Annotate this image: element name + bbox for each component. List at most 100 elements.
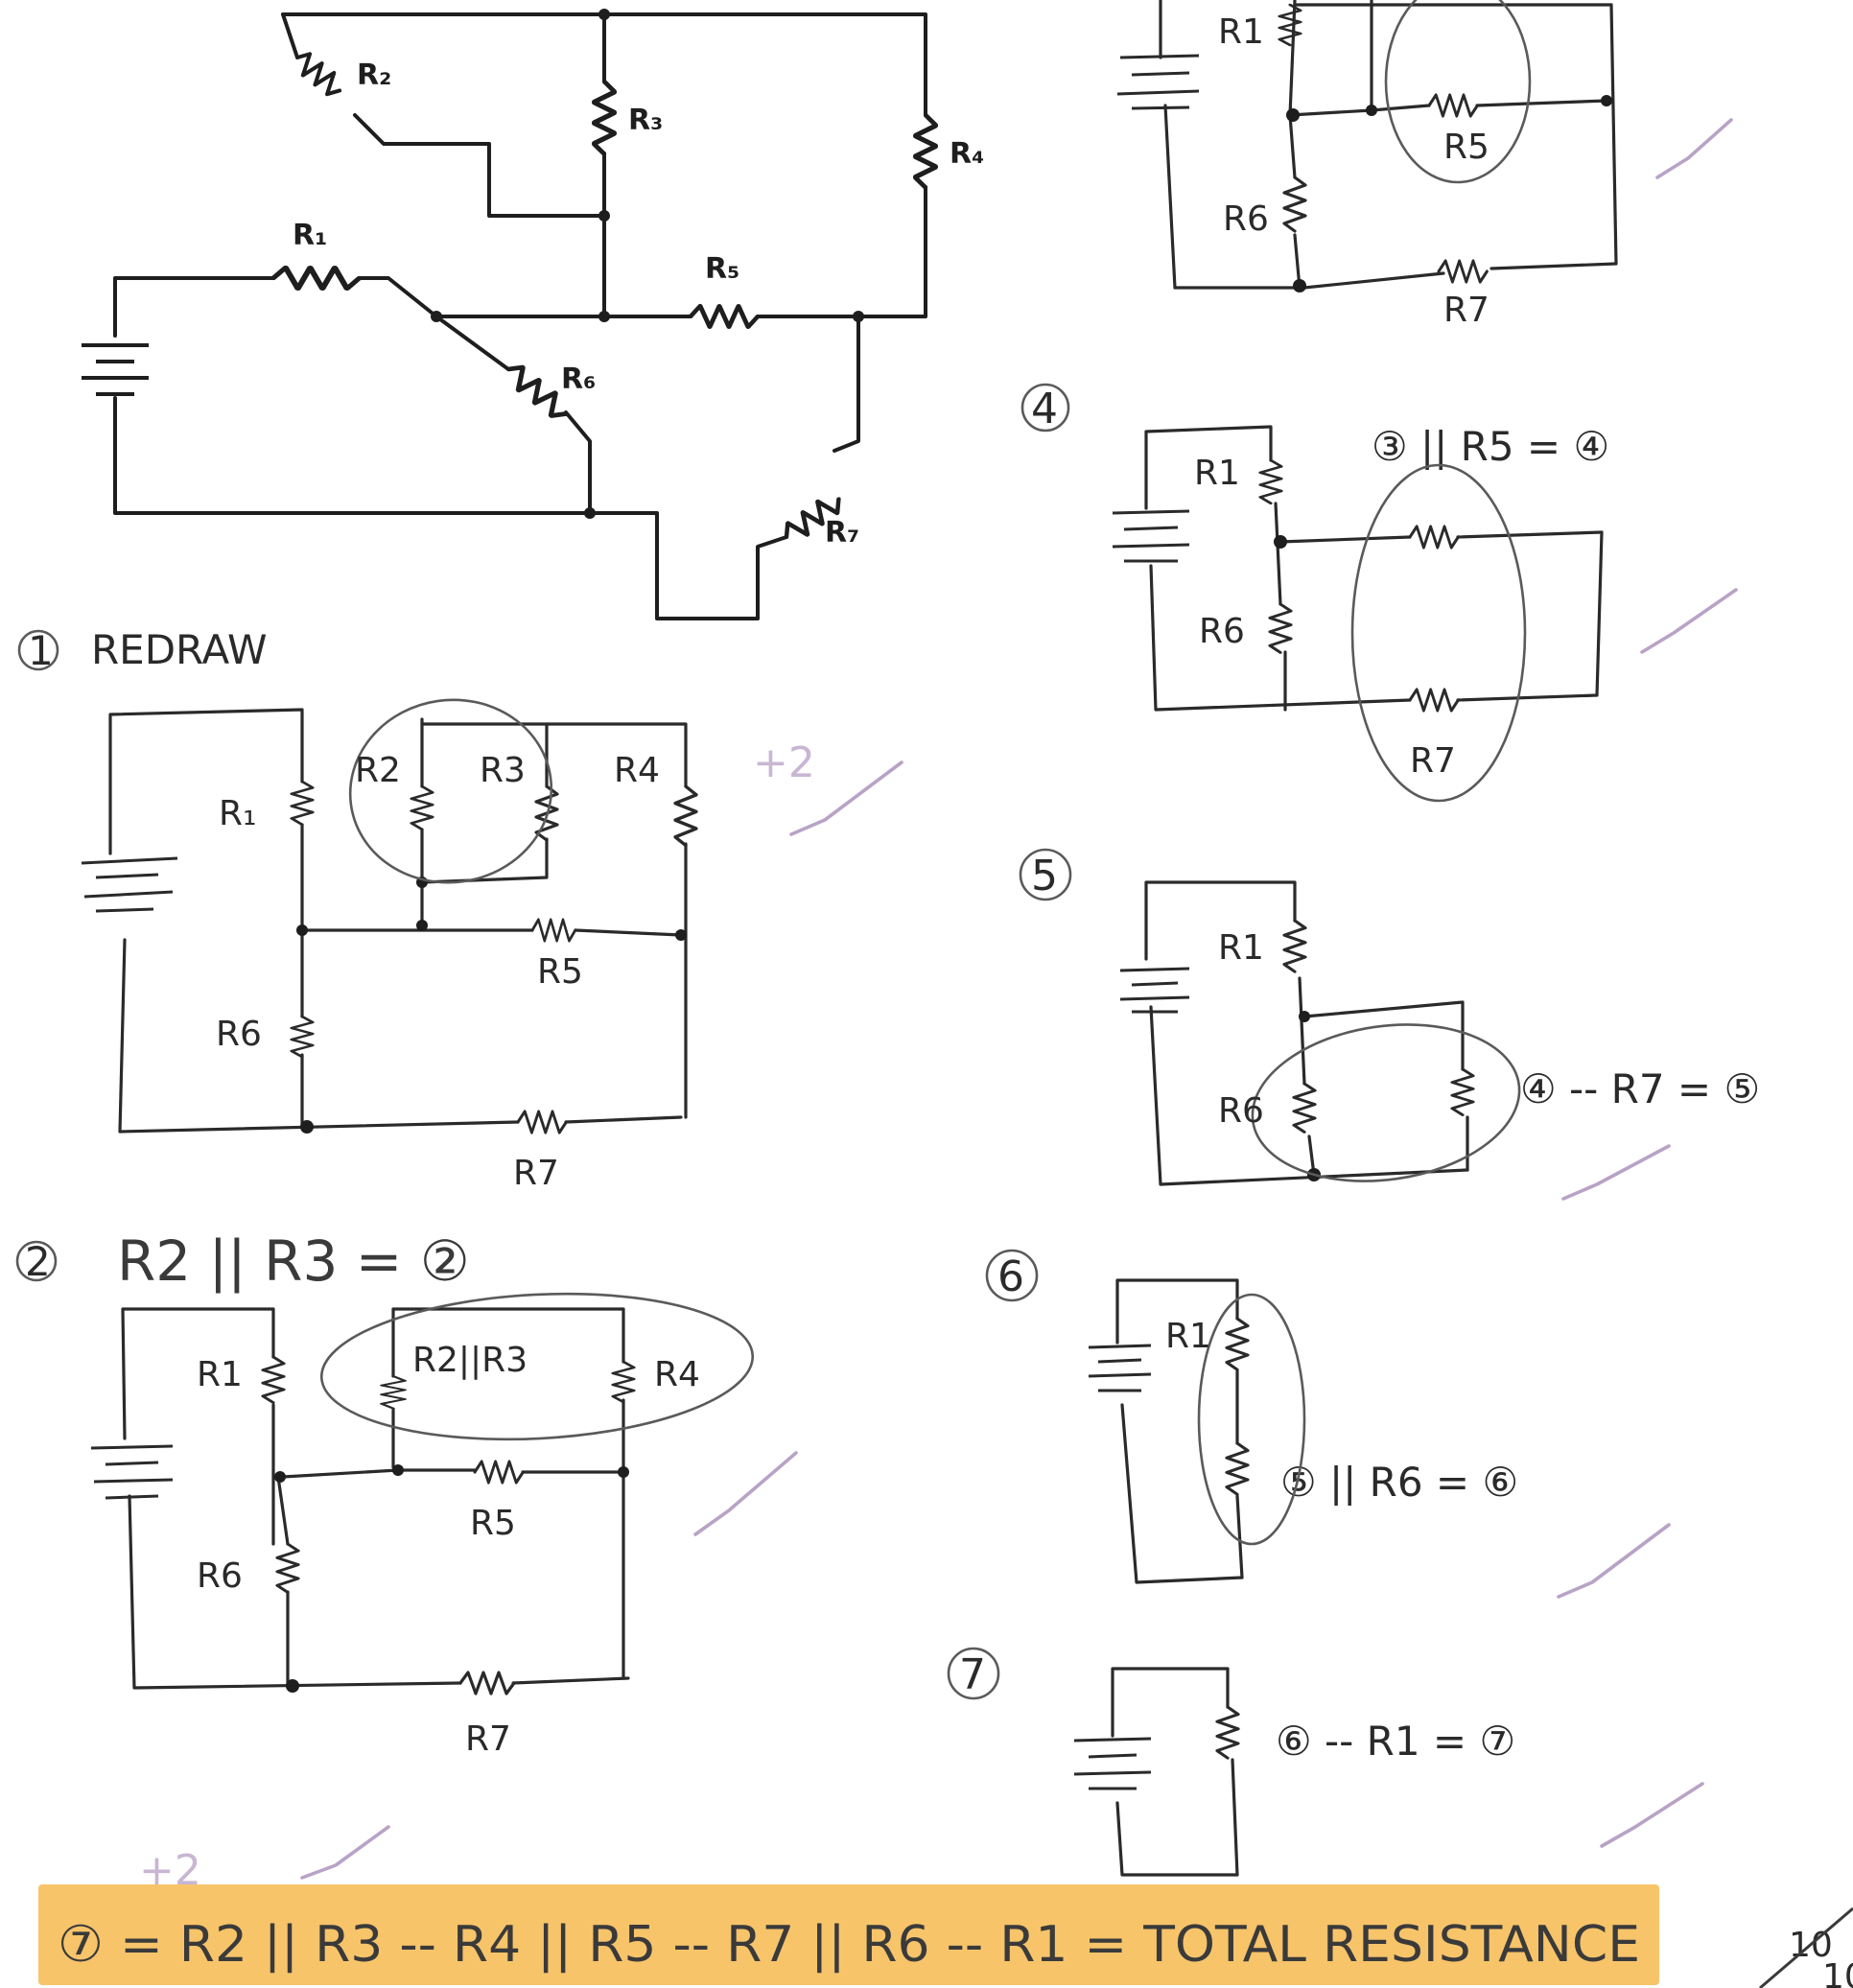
step-5-grouping-oval	[1251, 1023, 1521, 1182]
step-1-label-r2: R2	[355, 751, 401, 790]
step-7-number: 7	[959, 1650, 986, 1699]
step-2-label-r5: R5	[470, 1504, 516, 1543]
step-3-grouping-oval	[1384, 0, 1532, 184]
final-checkmark	[300, 1825, 390, 1880]
step-1-resistors	[290, 780, 698, 1134]
label-r1: R₁	[293, 219, 327, 252]
final-highlight	[38, 1884, 1659, 1985]
step-1-score: +2	[753, 738, 815, 787]
step-2-equation: R2 || R3 = ②	[117, 1228, 470, 1294]
original-circuit: R₂ R₃ R₄ R₁ R₅ R₆ R₇	[82, 9, 984, 620]
grade-bottom: 10	[1822, 1957, 1853, 1988]
step-4-label-r1: R1	[1194, 454, 1240, 493]
step-5: 5 ④ -- R7 = ⑤ R1 R6	[1019, 848, 1760, 1201]
step-7-battery	[1073, 1737, 1152, 1790]
step-1-label-r7: R7	[513, 1154, 559, 1193]
resistor-r3	[594, 82, 615, 154]
final-equation: ⑦ = R2 || R3 -- R4 || R5 -- R7 || R6 -- …	[58, 1916, 1640, 1974]
step-1-label-r6: R6	[216, 1015, 262, 1054]
step-4-wires	[1144, 425, 1604, 712]
step-2-label-r1: R1	[197, 1355, 243, 1394]
step-7-checkmark	[1600, 1782, 1704, 1848]
resistor-r2	[289, 47, 348, 102]
step-5-checkmark	[1561, 1144, 1671, 1201]
step-6-label-r1: R1	[1165, 1317, 1211, 1356]
original-nodes	[431, 9, 864, 519]
step-1-number: 1	[28, 627, 54, 674]
label-r6: R₆	[561, 363, 596, 396]
original-battery	[82, 343, 149, 396]
step-5-equation: ④ -- R7 = ⑤	[1520, 1065, 1760, 1112]
step-1-label-r3: R3	[480, 751, 526, 790]
step-3-nodes	[1286, 95, 1612, 292]
step-6: 6 ⑤ || R6 = ⑥ R1	[985, 1249, 1671, 1599]
step-4-resistors	[1258, 458, 1461, 713]
step-4-equation: ③ || R5 = ④	[1372, 423, 1609, 470]
step-7-circle	[947, 1647, 1000, 1700]
step-1-label-r1: R₁	[219, 794, 256, 833]
label-r3: R₃	[628, 104, 663, 137]
step-2-checkmark	[693, 1451, 798, 1536]
step-3-label-r5: R5	[1443, 128, 1489, 167]
step-6-checkmark	[1557, 1523, 1671, 1599]
step-5-battery	[1119, 967, 1190, 1014]
step-1-battery	[81, 856, 178, 913]
step-1-label-r5: R5	[537, 952, 583, 992]
step-2-resistors	[261, 1355, 636, 1696]
step-1-checkmark	[789, 760, 903, 836]
step-3-label-r7: R7	[1443, 291, 1489, 330]
step-5-circle	[1019, 848, 1072, 901]
step-2-circle	[15, 1240, 58, 1282]
step-4-label-r6: R6	[1199, 612, 1245, 651]
grade: 10 10	[1759, 1906, 1853, 1988]
label-r7: R₇	[825, 516, 859, 550]
step-2-label-r4: R4	[654, 1355, 700, 1394]
grade-fraction-bar	[1759, 1906, 1853, 1988]
label-r2: R₂	[357, 58, 391, 92]
step-1-grouping-oval	[348, 698, 553, 884]
step-5-number: 5	[1031, 852, 1058, 900]
original-wires	[113, 12, 927, 620]
step-1-wires	[108, 708, 688, 1134]
step-1-label-r4: R4	[614, 751, 660, 790]
step-3-battery	[1116, 54, 1200, 110]
step-6-grouping-oval	[1197, 1293, 1306, 1546]
step-4-battery	[1112, 509, 1190, 563]
step-5-wires	[1144, 880, 1469, 1186]
step-2-nodes	[274, 1464, 629, 1693]
step-1-redraw: 1 REDRAW	[17, 626, 903, 1193]
step-2-label-r7: R7	[465, 1719, 511, 1759]
step-3-checkmark	[1655, 118, 1733, 179]
step-3: R1 R5 R6 R7	[1116, 0, 1733, 330]
step-5-label-r6: R6	[1218, 1091, 1264, 1131]
step-6-number: 6	[997, 1252, 1024, 1301]
resistor-r4	[915, 115, 936, 188]
step-4-circle	[1020, 383, 1070, 433]
step-2-number: 2	[25, 1238, 51, 1285]
label-r4: R₄	[950, 137, 984, 171]
step-2-grouping-oval	[319, 1292, 755, 1441]
step-4-nodes	[1274, 535, 1287, 549]
label-r5: R₅	[705, 252, 739, 286]
step-3-label-r6: R6	[1223, 199, 1269, 239]
step-7: 7 ⑥ -- R1 = ⑦	[947, 1647, 1704, 1877]
step-5-label-r1: R1	[1218, 928, 1264, 968]
step-4-grouping-oval	[1350, 463, 1527, 803]
step-7-wires	[1111, 1667, 1239, 1877]
step-2: 2 R2 || R3 = ②	[15, 1228, 798, 1759]
step-7-equation: ⑥ -- R1 = ⑦	[1276, 1718, 1515, 1765]
step-6-battery	[1088, 1344, 1152, 1392]
step-1-title: REDRAW	[91, 626, 268, 673]
resistor-r5	[691, 306, 758, 327]
step-6-equation: ⑤ || R6 = ⑥	[1280, 1459, 1518, 1506]
step-3-label-r1: R1	[1218, 12, 1264, 52]
final-answer: +2 ⑦ = R2 || R3 -- R4 || R5 -- R7 || R6 …	[38, 1825, 1659, 1985]
step-2-label-r6: R6	[197, 1556, 243, 1596]
step-2-battery	[90, 1444, 174, 1500]
step-2-wires	[121, 1307, 630, 1690]
step-2-label-r2r3: R2||R3	[412, 1341, 528, 1380]
step-6-circle	[985, 1249, 1039, 1302]
step-1-nodes	[296, 877, 687, 1134]
